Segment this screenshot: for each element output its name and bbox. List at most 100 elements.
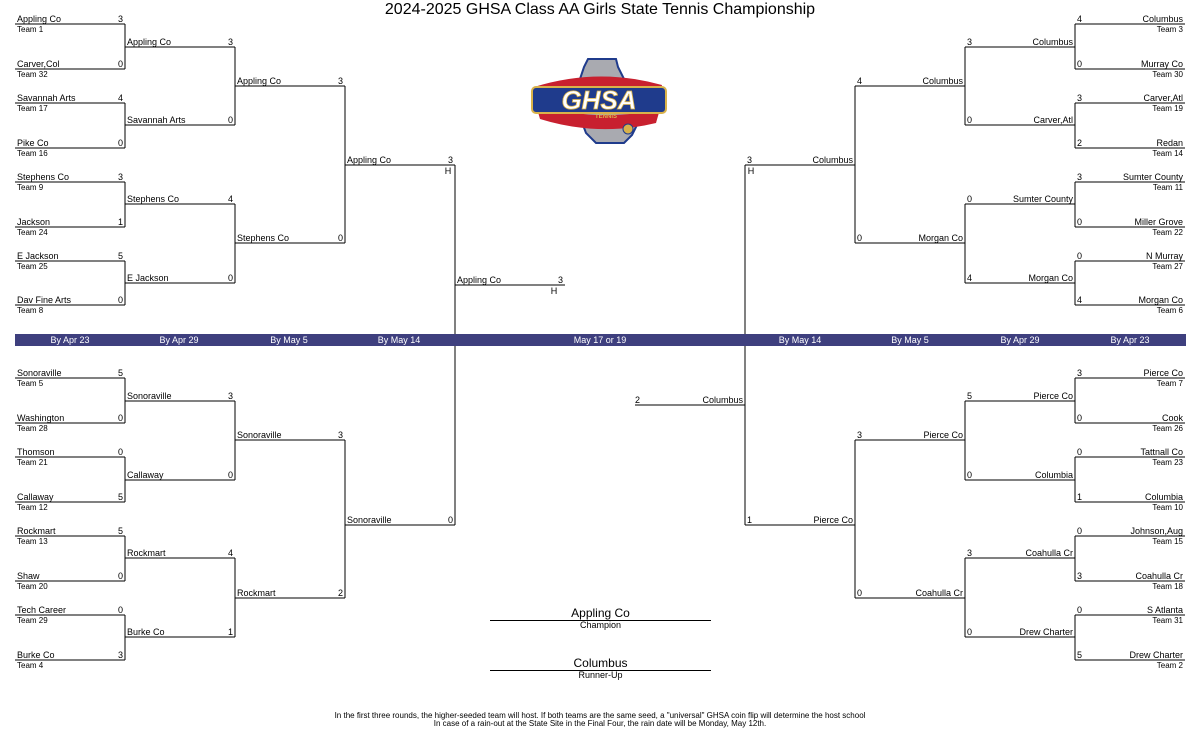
team-score: 4 [227,194,233,204]
team-name: Drew Charter [1019,627,1073,637]
team-seed: Team 2 [1156,661,1183,670]
team-score: 4 [967,273,973,283]
team-name: Savannah Arts [17,93,76,103]
team-name: Tech Career [17,605,67,615]
team-name: Callaway [127,470,164,480]
runner-up-label: Runner-Up [578,670,623,680]
team-name: Sonoraville [347,515,392,525]
team-score: 3 [117,650,123,660]
ghsa-tennis-logo: GHSA TENNIS [531,58,667,144]
team-name: Savannah Arts [127,115,186,125]
rain-date-note: In case of a rain-out at the State Site … [433,719,767,728]
team-score: 3 [747,155,753,165]
team-name: Redan [1156,138,1183,148]
team-score: 5 [117,492,123,502]
round-label-left-4: By May 14 [377,335,421,345]
team-score: 0 [1077,447,1083,457]
team-score: 3 [227,391,233,401]
team-score: 4 [117,93,123,103]
team-score: 0 [117,413,123,423]
round-label-left-3: By May 5 [270,335,308,345]
team-score: 0 [857,588,863,598]
team-seed: Team 30 [1152,70,1183,79]
team-score: 3 [1077,571,1083,581]
page-title: 2024-2025 GHSA Class AA Girls State Tenn… [384,1,816,18]
team-score: 0 [117,571,123,581]
round-label-left-1: By Apr 23 [50,335,90,345]
team-name: Morgan Co [918,233,963,243]
team-score: 1 [747,515,753,525]
team-name: Stephens Co [127,194,180,204]
team-name: Columbus [812,155,853,165]
team-seed: Team 7 [1156,379,1183,388]
team-score: 0 [227,273,233,283]
team-name: Appling Co [347,155,392,165]
team-seed: Team 31 [1152,616,1183,625]
team-seed: Team 9 [17,183,44,192]
runner-up-line [490,670,711,671]
team-score: 3 [857,430,863,440]
team-score: 3 [1077,93,1083,103]
team-name: Columbia [1034,470,1073,480]
host-marker: H [444,166,452,176]
team-score: 0 [1077,59,1083,69]
team-score: 0 [967,470,973,480]
team-name: Pierce Co [1033,391,1073,401]
team-score: 0 [447,515,453,525]
team-name: N Murray [1145,251,1183,261]
team-seed: Team 18 [1152,582,1183,591]
team-name: Carver,Atl [1143,93,1183,103]
team-seed: Team 6 [1156,306,1183,315]
team-name: Sumter County [1012,194,1073,204]
team-name: Dav Fine Arts [17,295,72,305]
team-score: 0 [117,605,123,615]
team-name: Burke Co [17,650,55,660]
final-team-score: 3 [557,275,563,285]
team-score: 0 [967,627,973,637]
team-seed: Team 15 [1152,537,1183,546]
team-name: Stephens Co [17,172,70,182]
team-name: Cook [1161,413,1183,423]
team-seed: Team 10 [1152,503,1183,512]
team-seed: Team 26 [1152,424,1183,433]
team-name: E Jackson [127,273,169,283]
team-name: Appling Co [237,76,282,86]
team-name: Morgan Co [1028,273,1073,283]
final-team-name: Columbus [702,395,743,405]
team-score: 0 [1077,413,1083,423]
team-name: Tattnall Co [1140,447,1183,457]
champion-label: Champion [579,620,622,630]
team-score: 0 [1077,605,1083,615]
team-name: Appling Co [127,37,172,47]
team-name: Murray Co [1140,59,1183,69]
team-score: 0 [227,470,233,480]
team-name: Pierce Co [923,430,963,440]
host-rule-note: In the first three rounds, the higher-se… [334,711,866,720]
team-name: Sonoraville [17,368,62,378]
team-score: 0 [227,115,233,125]
team-name: Pike Co [17,138,49,148]
round-band [15,334,1186,346]
team-score: 0 [1077,217,1083,227]
team-score: 2 [1077,138,1083,148]
team-score: 4 [1077,14,1083,24]
team-name: E Jackson [17,251,59,261]
team-seed: Team 4 [17,661,44,670]
team-seed: Team 14 [1152,149,1183,158]
round-label-left-2: By Apr 29 [159,335,199,345]
team-name: Rockmart [127,548,166,558]
team-seed: Team 1 [17,25,44,34]
team-seed: Team 8 [17,306,44,315]
team-score: 0 [1077,251,1083,261]
team-name: Sumter County [1122,172,1183,182]
team-score: 1 [117,217,123,227]
team-seed: Team 19 [1152,104,1183,113]
team-score: 0 [967,115,973,125]
team-score: 5 [117,368,123,378]
team-name: Coahulla Cr [1135,571,1183,581]
final-team-score: 2 [635,395,641,405]
team-name: Thomson [17,447,55,457]
team-name: Columbus [1142,14,1183,24]
team-name: Jackson [17,217,51,227]
